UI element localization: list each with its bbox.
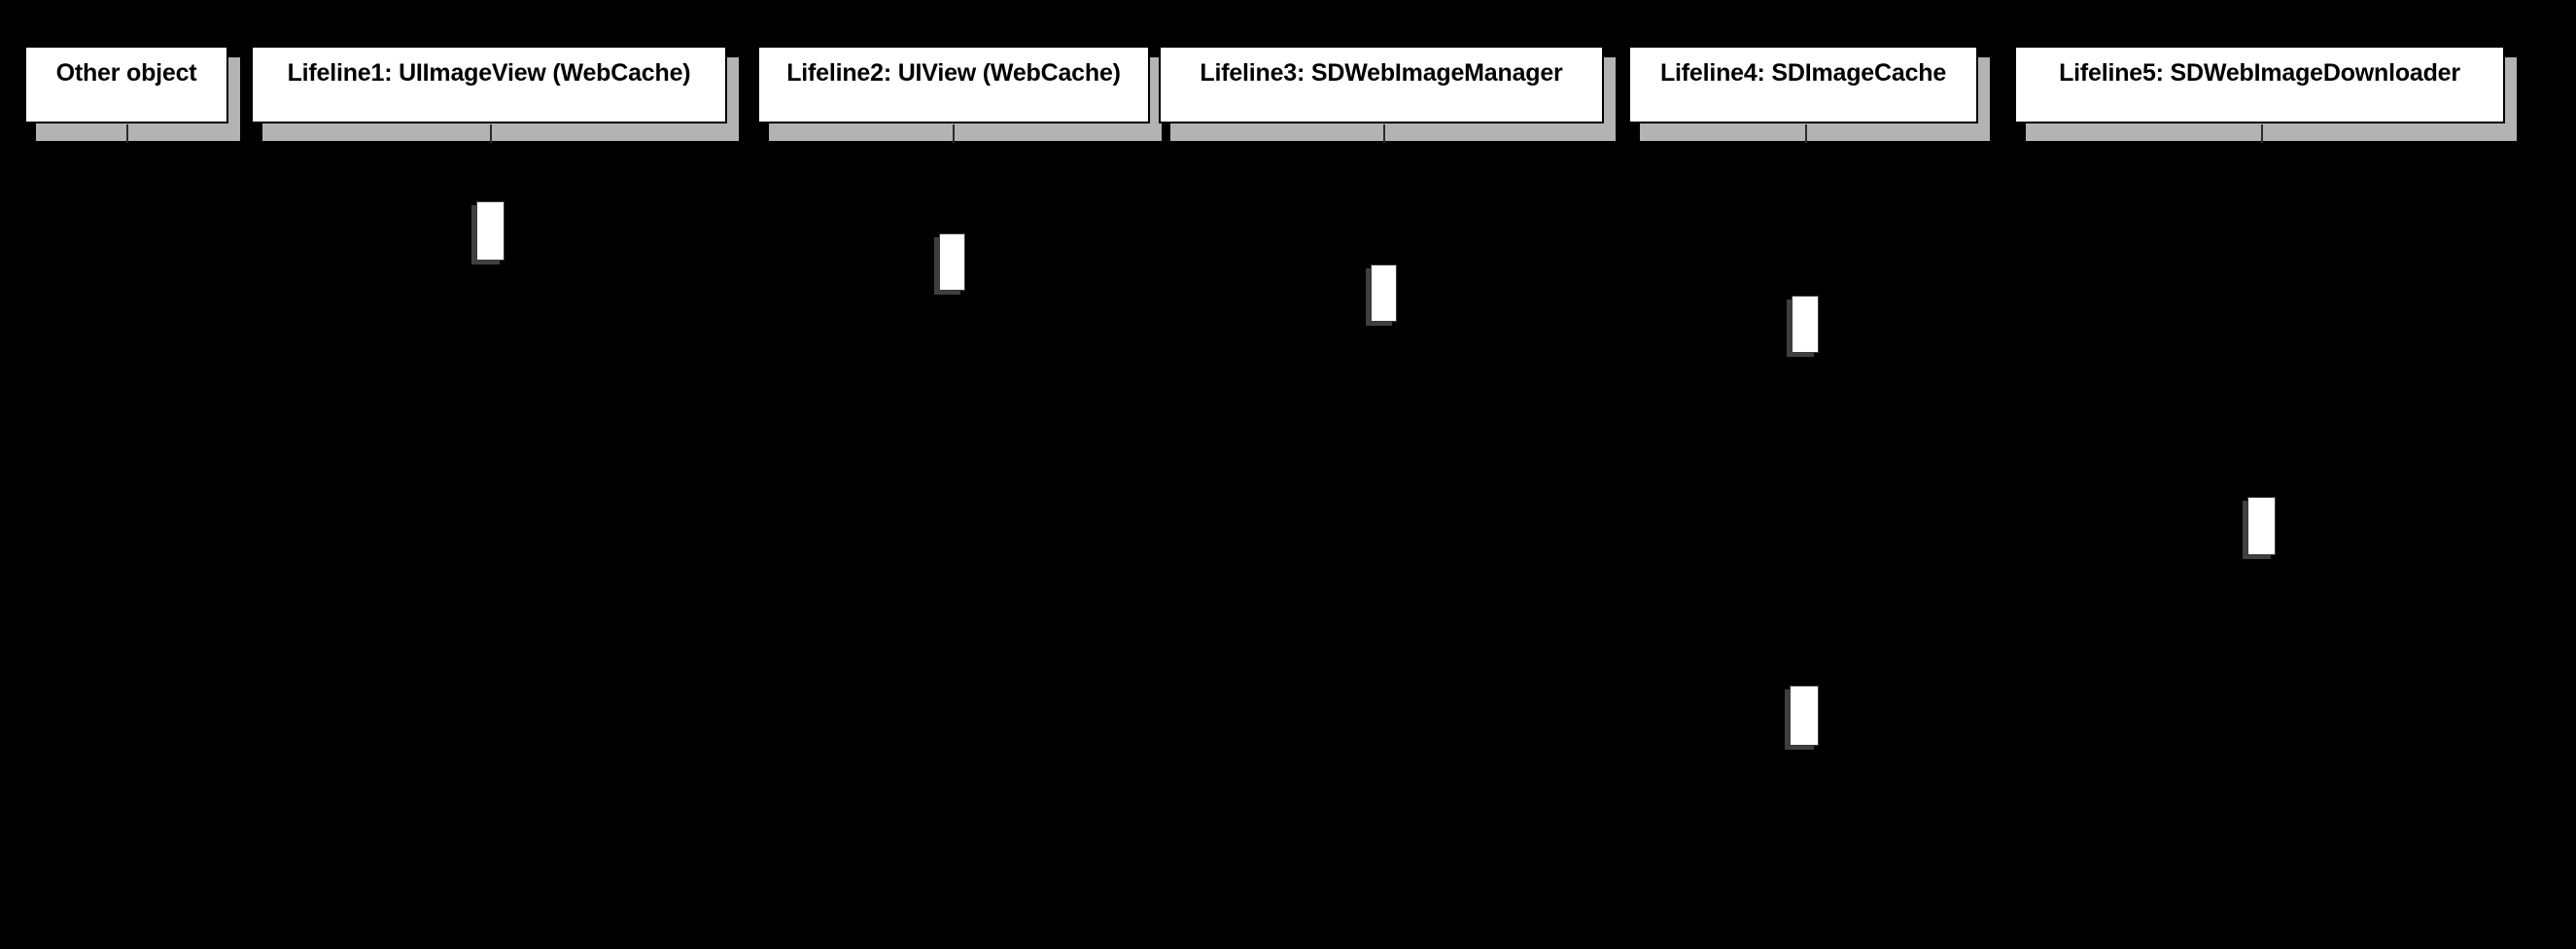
lifeline-column-band (36, 126, 240, 141)
lifeline-header-box[interactable]: Lifeline1: UIImageView (WebCache) (251, 46, 727, 123)
lifeline-header-box[interactable]: Other object (24, 46, 228, 123)
activation-bar[interactable] (1371, 264, 1397, 322)
lifeline-column-band (2026, 126, 2517, 141)
lifeline-tick (490, 124, 492, 143)
lifeline-header-label: Other object (55, 59, 197, 87)
lifeline-header-box[interactable]: Lifeline5: SDWebImageDownloader (2014, 46, 2505, 123)
lifeline-header-box[interactable]: Lifeline3: SDWebImageManager (1159, 46, 1604, 123)
lifeline-column-band (1170, 126, 1616, 141)
lifeline-header-label: Lifeline4: SDImageCache (1659, 59, 1947, 87)
lifeline-column-band (769, 126, 1162, 141)
lifeline-tick (1805, 124, 1807, 143)
lifeline-tick (126, 124, 128, 143)
lifeline-header-label: Lifeline1: UIImageView (WebCache) (287, 59, 691, 87)
activation-bar[interactable] (1790, 685, 1819, 746)
lifeline-header-box[interactable]: Lifeline4: SDImageCache (1628, 46, 1978, 123)
lifeline-tick (953, 124, 955, 143)
lifeline-header-box[interactable]: Lifeline2: UIView (WebCache) (757, 46, 1150, 123)
lifeline-column-band (262, 126, 739, 141)
lifeline-header-label: Lifeline2: UIView (WebCache) (786, 59, 1121, 87)
lifeline-tick (1383, 124, 1385, 143)
lifeline-column-band (1640, 126, 1990, 141)
lifeline-header-label: Lifeline5: SDWebImageDownloader (2059, 59, 2460, 87)
activation-bar[interactable] (939, 233, 965, 291)
activation-bar[interactable] (1792, 296, 1819, 353)
activation-bar[interactable] (2247, 497, 2276, 555)
activation-bar[interactable] (476, 201, 505, 261)
lifeline-tick (2261, 124, 2263, 143)
lifeline-header-label: Lifeline3: SDWebImageManager (1200, 59, 1563, 87)
